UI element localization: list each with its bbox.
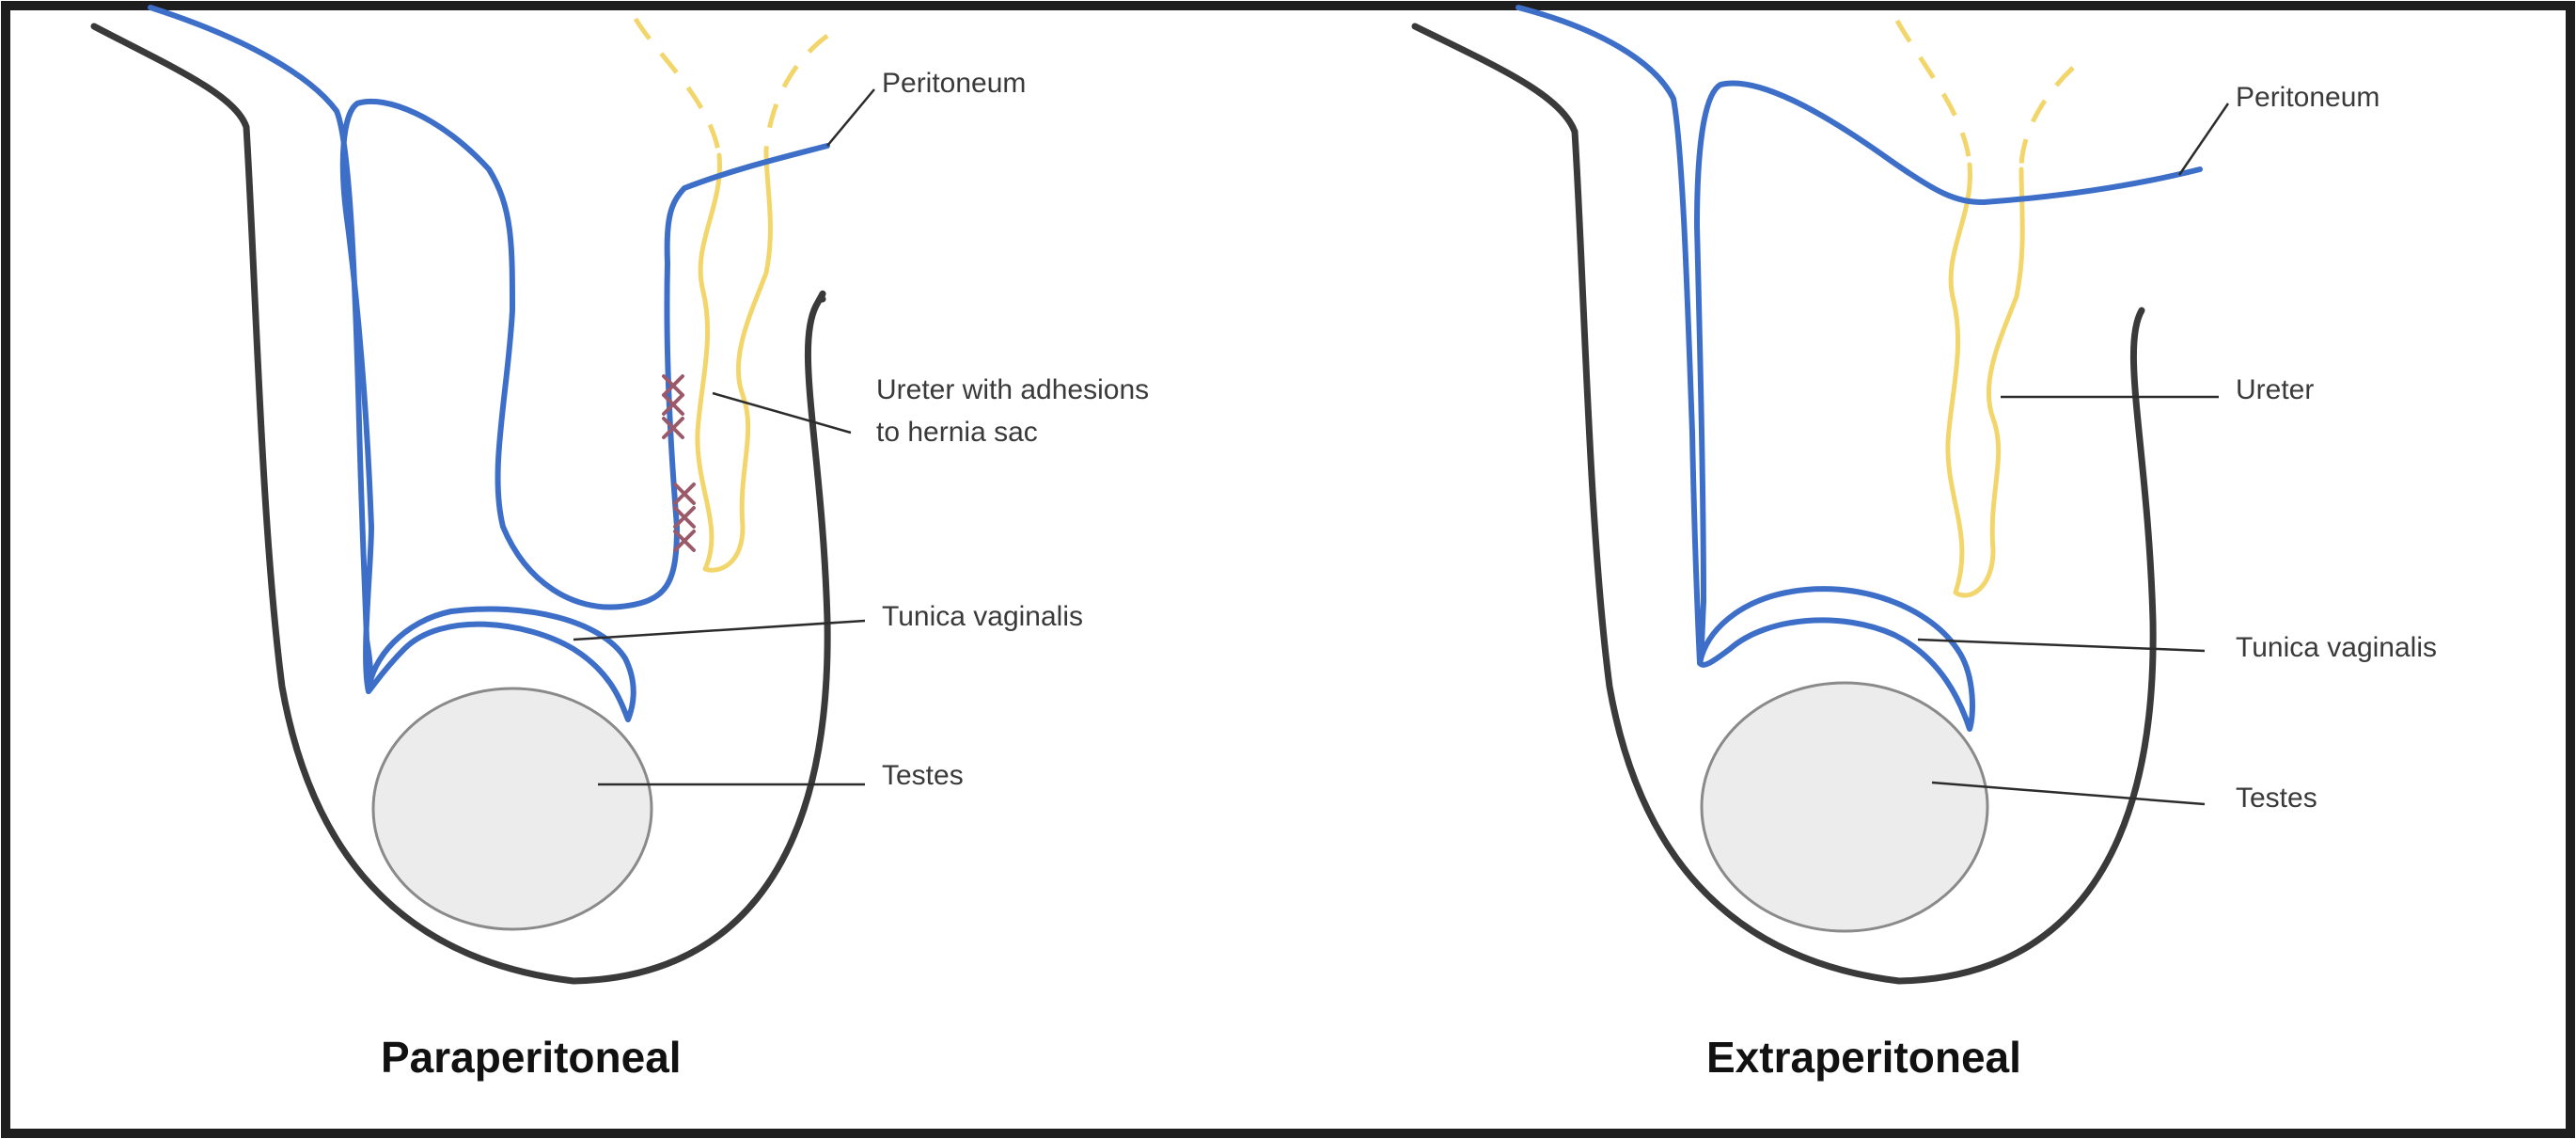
paraperitoneal-panel: Peritoneum Ureter with adhesions to hern… <box>90 5 1149 1082</box>
ureter-dashed-upper-2 <box>763 33 829 151</box>
caption-paraperitoneal: Paraperitoneal <box>381 1033 682 1082</box>
extraperitoneal-panel: Peritoneum Ureter Tunica vaginalis Teste… <box>1411 5 2437 1082</box>
label-testes: Testes <box>882 760 964 791</box>
tunica-vaginalis <box>366 606 636 722</box>
label-ureter-line2: to hernia sac <box>876 417 1038 448</box>
label-peritoneum: Peritoneum <box>2236 82 2380 113</box>
leader-lines <box>1917 103 2230 806</box>
adhesion-marks <box>662 374 696 552</box>
ureter-dashed-upper <box>633 17 722 156</box>
ureter-dashed-upper-2 <box>2018 66 2075 170</box>
label-peritoneum: Peritoneum <box>882 68 1026 99</box>
label-testes: Testes <box>2236 783 2317 814</box>
ureter-dashed-upper <box>1894 19 1972 166</box>
testis <box>1700 681 1989 933</box>
label-tunica-vaginalis: Tunica vaginalis <box>2236 632 2437 663</box>
scrotal-wall <box>90 23 831 985</box>
caption-extraperitoneal: Extraperitoneal <box>1706 1033 2021 1082</box>
tunica-vaginalis <box>1697 586 1975 732</box>
label-ureter-line1: Ureter with adhesions <box>876 374 1149 405</box>
peritoneum <box>1516 5 2203 666</box>
ureter <box>695 148 773 573</box>
peritoneum-hernia-sac <box>148 5 830 694</box>
testis <box>371 687 653 931</box>
label-tunica-vaginalis: Tunica vaginalis <box>882 601 1083 632</box>
ureter <box>1945 162 2025 598</box>
scrotal-wall <box>1411 23 2157 985</box>
leader-lines <box>573 88 875 786</box>
label-ureter: Ureter <box>2236 374 2314 405</box>
